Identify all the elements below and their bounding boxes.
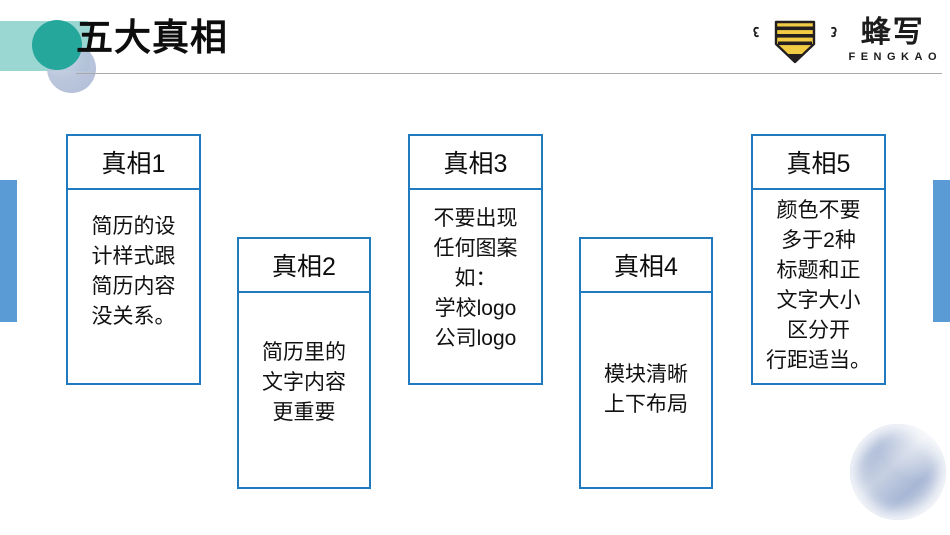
right-accent-bar xyxy=(933,180,950,322)
bee-shield-logo-icon xyxy=(752,20,837,64)
truth-card-4-body: 模块清晰 上下布局 xyxy=(579,293,713,489)
truth-card-1-body: 简历的设 计样式跟 简历内容 没关系。 xyxy=(66,190,201,385)
truth-card-5-header: 真相5 xyxy=(751,134,886,190)
truth-card-2[interactable]: 真相2 简历里的 文字内容 更重要 xyxy=(237,237,371,489)
title-divider xyxy=(76,73,942,74)
truth-card-4[interactable]: 真相4 模块清晰 上下布局 xyxy=(579,237,713,489)
marble-circle-decoration-large xyxy=(850,424,946,520)
truth-card-1-header: 真相1 xyxy=(66,134,201,190)
logo-text-block: 蜂写 FENGKAO xyxy=(844,14,943,63)
truth-card-4-header: 真相4 xyxy=(579,237,713,293)
logo-chinese-name: 蜂写 xyxy=(860,14,925,50)
truth-card-3-body: 不要出现 任何图案 如： 学校logo 公司logo xyxy=(408,190,543,385)
truth-card-5[interactable]: 真相5 颜色不要 多于2种 标题和正 文字大小 区分开 行距适当。 xyxy=(751,134,886,385)
left-accent-bar xyxy=(0,180,17,322)
page-title: 五大真相 xyxy=(76,17,228,58)
logo-latin-name: FENGKAO xyxy=(848,50,942,63)
truth-card-2-body: 简历里的 文字内容 更重要 xyxy=(237,293,371,489)
brand-logo: 蜂写 FENGKAO xyxy=(752,16,943,64)
teal-circle-decoration xyxy=(32,20,82,70)
truth-card-2-header: 真相2 xyxy=(237,237,371,293)
truth-card-5-body: 颜色不要 多于2种 标题和正 文字大小 区分开 行距适当。 xyxy=(751,190,886,385)
truth-card-3-header: 真相3 xyxy=(408,134,543,190)
truth-card-1[interactable]: 真相1 简历的设 计样式跟 简历内容 没关系。 xyxy=(66,134,201,385)
truth-card-3[interactable]: 真相3 不要出现 任何图案 如： 学校logo 公司logo xyxy=(408,134,543,385)
